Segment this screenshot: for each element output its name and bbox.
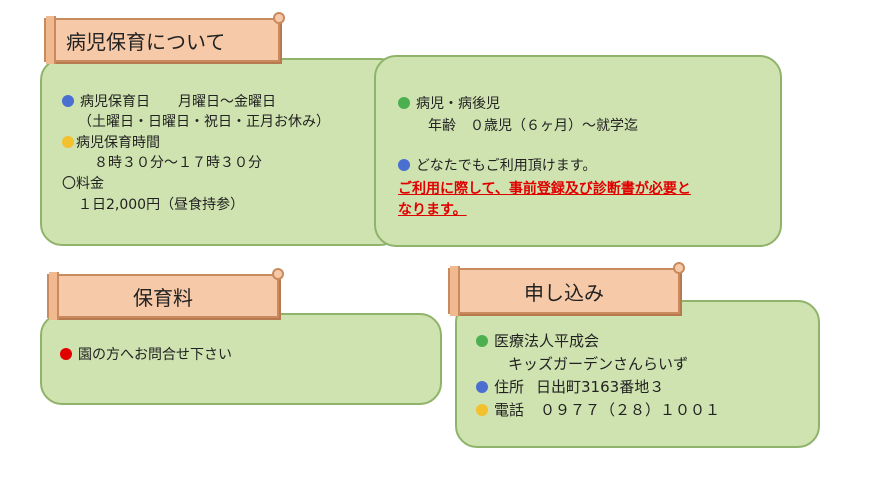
about-banner: 病児保育について	[44, 12, 285, 64]
care-day-label: 病児保育日	[80, 94, 150, 110]
yellow-bullet-icon	[476, 404, 488, 416]
fee-panel	[40, 313, 442, 405]
about-title: 病児保育について	[66, 29, 226, 54]
apply-panel	[455, 300, 820, 448]
banner-roll	[49, 272, 59, 320]
fee-label: 〇料金	[62, 176, 104, 192]
red-bullet-icon	[60, 348, 72, 360]
address-label: 住所	[494, 378, 525, 396]
fee-inquiry-row: 園の方へお問合せ下さい	[60, 346, 232, 364]
fee-inquiry-text: 園の方へお問合せ下さい	[78, 347, 232, 363]
org-name: キッズガーデンさんらいず	[508, 355, 689, 373]
care-day-note: （土曜日・日曜日・祝日・正月お休み）	[78, 114, 330, 130]
blue-bullet-icon	[398, 159, 410, 171]
org-text: 医療法人平成会	[494, 332, 600, 350]
about-panel-right	[374, 55, 782, 247]
blue-bullet-icon	[476, 381, 488, 393]
banner-curl	[673, 262, 685, 274]
green-bullet-icon	[398, 97, 410, 109]
address-value: 日出町3163番地３	[536, 378, 665, 396]
banner-curl	[273, 12, 285, 24]
phone-row: 電話 ０９７７（２８）１００１	[476, 401, 720, 419]
target-label: 病児・病後児	[416, 96, 500, 112]
notice-line-2: なります。	[398, 202, 467, 218]
care-time-row: 病児保育時間	[62, 134, 160, 152]
target-row: 病児・病後児	[398, 95, 500, 113]
banner-roll	[450, 266, 460, 316]
fee-value: １日2,000円（昼食持参）	[78, 197, 245, 213]
apply-title: 申し込み	[524, 280, 604, 305]
care-time-value: ８時３０分～１７時３０分	[94, 155, 262, 171]
notice-line-1: ご利用に際して、事前登録及び診断書が必要と	[398, 181, 691, 197]
address-row: 住所日出町3163番地３	[476, 378, 664, 396]
yellow-bullet-icon	[62, 136, 74, 148]
phone-label: 電話	[494, 401, 525, 419]
about-panel-left	[40, 58, 402, 246]
fee-title: 保育料	[133, 285, 193, 310]
green-bullet-icon	[476, 335, 488, 347]
care-time-label: 病児保育時間	[76, 135, 160, 151]
org-row: 医療法人平成会	[476, 332, 599, 350]
banner-roll	[46, 16, 56, 64]
anyone-text: どなたでもご利用頂けます。	[416, 158, 597, 174]
fee-banner: 保育料	[47, 268, 284, 320]
anyone-row: どなたでもご利用頂けます。	[398, 157, 596, 175]
apply-banner: 申し込み	[448, 262, 685, 316]
blue-bullet-icon	[62, 95, 74, 107]
banner-curl	[272, 268, 284, 280]
care-day-value: 月曜日～金曜日	[178, 94, 276, 110]
phone-value: ０９７７（２８）１００１	[540, 401, 721, 419]
care-day-row: 病児保育日 月曜日～金曜日	[62, 93, 276, 111]
target-value: 年齢 ０歳児（６ヶ月）～就学迄	[428, 118, 638, 134]
